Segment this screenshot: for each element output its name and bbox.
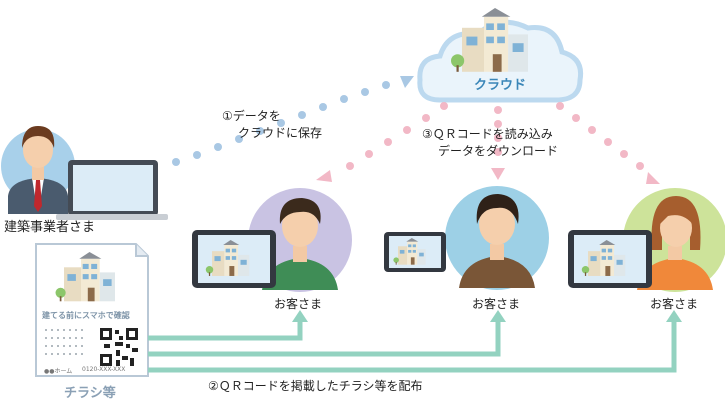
cloud xyxy=(417,8,584,103)
builder-avatar xyxy=(1,126,75,214)
customer-avatar-2 xyxy=(445,186,549,290)
step3-line2: データをダウンロード xyxy=(438,144,559,158)
step1-line1: ①データを xyxy=(222,109,281,123)
upload-path xyxy=(172,76,414,166)
step1-line2: クラウドに保存 xyxy=(238,126,323,140)
tablet-icon-2 xyxy=(384,232,446,272)
distribute-arrows xyxy=(148,322,677,373)
download-paths xyxy=(316,102,660,184)
builder-label: 建築事業者さま xyxy=(4,220,96,235)
flyer-dots xyxy=(45,329,83,355)
customer-label-1: お客さま xyxy=(274,297,323,311)
tablet-icon-1 xyxy=(192,230,276,288)
customer-label-3: お客さま xyxy=(650,297,699,311)
flyer-caption: チラシ等 xyxy=(64,386,116,401)
qr-code-icon xyxy=(100,328,138,366)
flyer-company: ●●ホーム xyxy=(44,368,73,375)
distribute-arrowheads xyxy=(292,310,682,322)
customer-label-2: お客さま xyxy=(472,297,521,311)
step2-label: ②ＱＲコードを掲載したチラシ等を配布 xyxy=(208,379,423,393)
laptop-icon xyxy=(56,160,168,220)
step3-line1: ③ＱＲコードを読み込み xyxy=(422,127,553,141)
flyer-phone: 0120-XXX-XXX xyxy=(82,366,126,373)
flyer-heading: 建てる前にスマホで確認 xyxy=(42,311,130,320)
cloud-label: クラウド xyxy=(474,78,527,93)
tablet-icon-3 xyxy=(568,230,652,288)
